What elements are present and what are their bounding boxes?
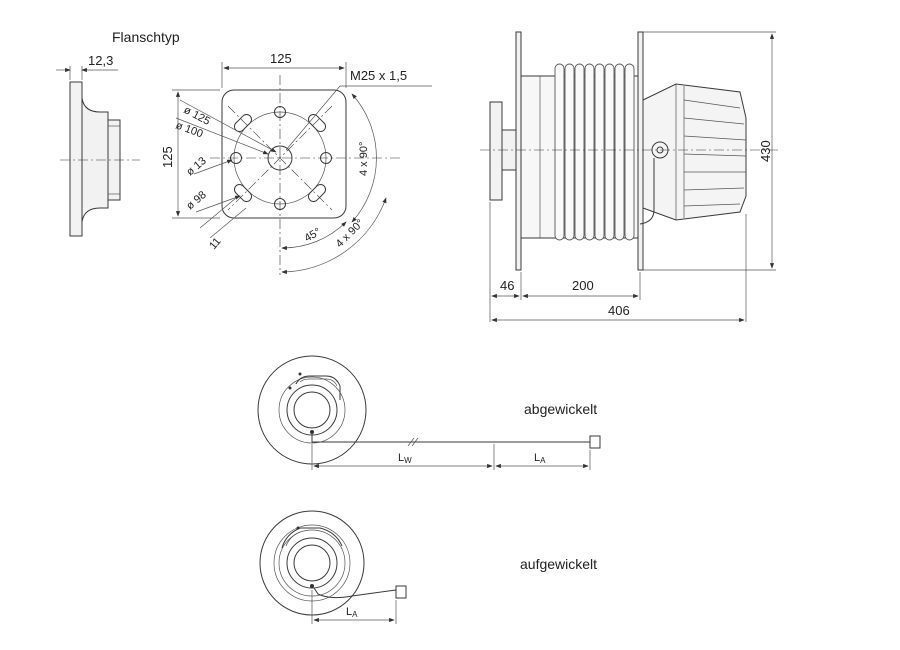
dim-200: 200	[572, 278, 594, 293]
dim-406: 406	[608, 303, 630, 318]
angle-45-label: 45°	[303, 226, 323, 245]
flange-front-view: 125 125 M25 x 1,5 ø 125 ø 100 ø 13 ø 98 …	[160, 51, 432, 275]
hose-coils	[554, 63, 635, 241]
flange-height-dimension: 125	[160, 146, 175, 168]
reel-wound-view: LA aufgewickelt	[259, 510, 597, 624]
length-la-label-unwound: LA	[534, 452, 546, 465]
flange-width-dimension: 125	[270, 51, 292, 66]
slot-width-label: 11	[207, 235, 224, 251]
unwound-label: abgewickelt	[524, 401, 597, 417]
reel-unwound-view: LW LA abgewickelt	[257, 355, 601, 470]
thread-callout: M25 x 1,5	[350, 68, 407, 83]
diameter-13-label: ø 13	[184, 155, 209, 178]
wound-label: aufgewickelt	[520, 556, 597, 572]
drawing-title: Flanschtyp	[112, 29, 180, 45]
length-lw-label: LW	[398, 452, 412, 465]
angle-4x90-lower-label: 4 x 90°	[334, 217, 367, 250]
length-la-label-wound: LA	[346, 606, 358, 619]
gland-fins	[683, 99, 747, 207]
flange-side-view: 12,3	[56, 53, 140, 237]
angle-4x90-upper-label: 4 x 90°	[358, 142, 370, 176]
flange-thickness-dimension: 12,3	[88, 53, 113, 68]
reel-height-dimension: 430	[758, 140, 773, 162]
dim-46: 46	[500, 278, 514, 293]
reel-side-view: 430 46 200 406	[480, 31, 780, 323]
